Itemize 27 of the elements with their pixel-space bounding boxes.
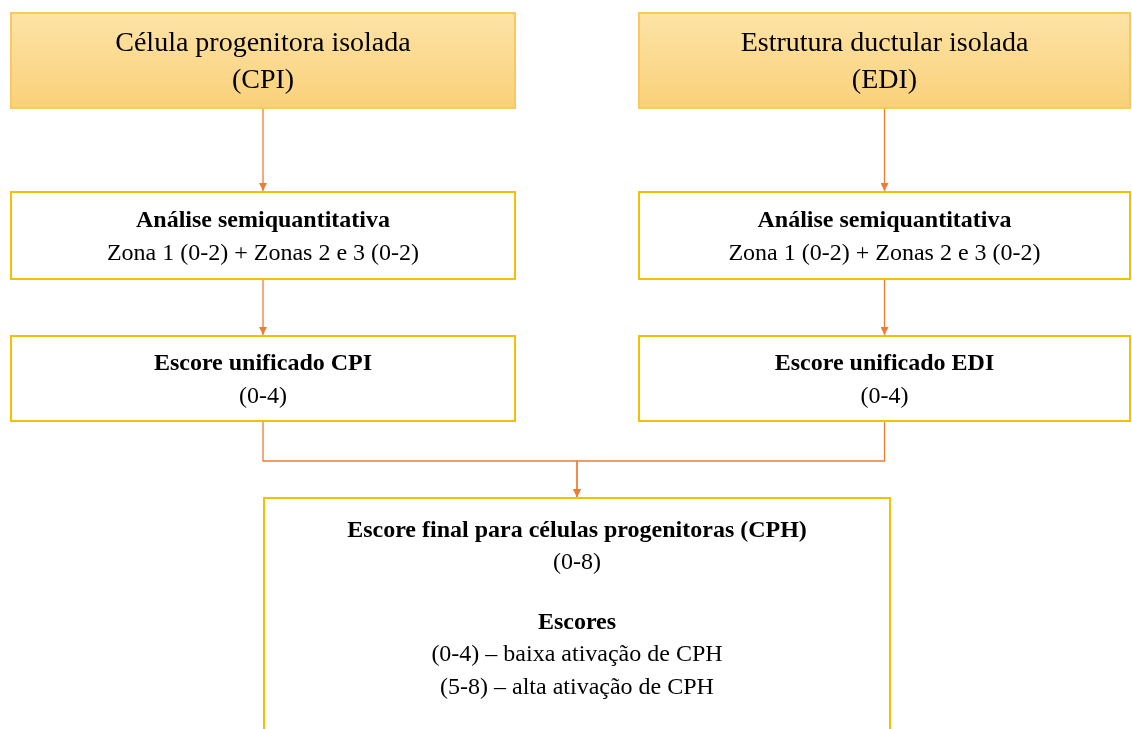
box-heading: Análise semiquantitativa	[136, 205, 390, 235]
process-box	[10, 191, 516, 280]
box-text: (0-4) – baixa ativação de CPH	[431, 639, 723, 669]
process-box	[638, 335, 1131, 422]
box-text: Zona 1 (0-2) + Zonas 2 e 3 (0-2)	[728, 237, 1041, 267]
process-box	[10, 335, 516, 422]
box-text: (0-4)	[860, 380, 909, 410]
box-text: Célula progenitora isolada (CPI)	[114, 25, 412, 96]
box-text: (5-8) – alta ativação de CPH	[440, 671, 714, 701]
process-box	[263, 497, 891, 729]
box-text: Estrutura ductular isolada (EDI)	[739, 25, 1030, 96]
header-box	[10, 12, 516, 109]
box-heading: Análise semiquantitativa	[757, 205, 1012, 235]
connector-arrow	[880, 279, 889, 336]
box-text: (0-4)	[239, 380, 287, 410]
connector-arrow	[880, 108, 889, 192]
box-text: Zona 1 (0-2) + Zonas 2 e 3 (0-2)	[106, 237, 420, 267]
box-heading: Escore unificado EDI	[774, 348, 995, 378]
connector-arrow	[573, 421, 886, 498]
box-heading: Escore final para células progenitoras (CPH)	[347, 515, 807, 544]
box-text: (0-8)	[553, 547, 601, 577]
box-heading: Escore unificado CPI	[153, 348, 373, 378]
connector-arrow	[259, 108, 267, 192]
connector-arrow	[259, 279, 267, 336]
box-heading: Escores	[537, 606, 617, 636]
header-box	[638, 12, 1131, 109]
process-box	[638, 191, 1131, 280]
